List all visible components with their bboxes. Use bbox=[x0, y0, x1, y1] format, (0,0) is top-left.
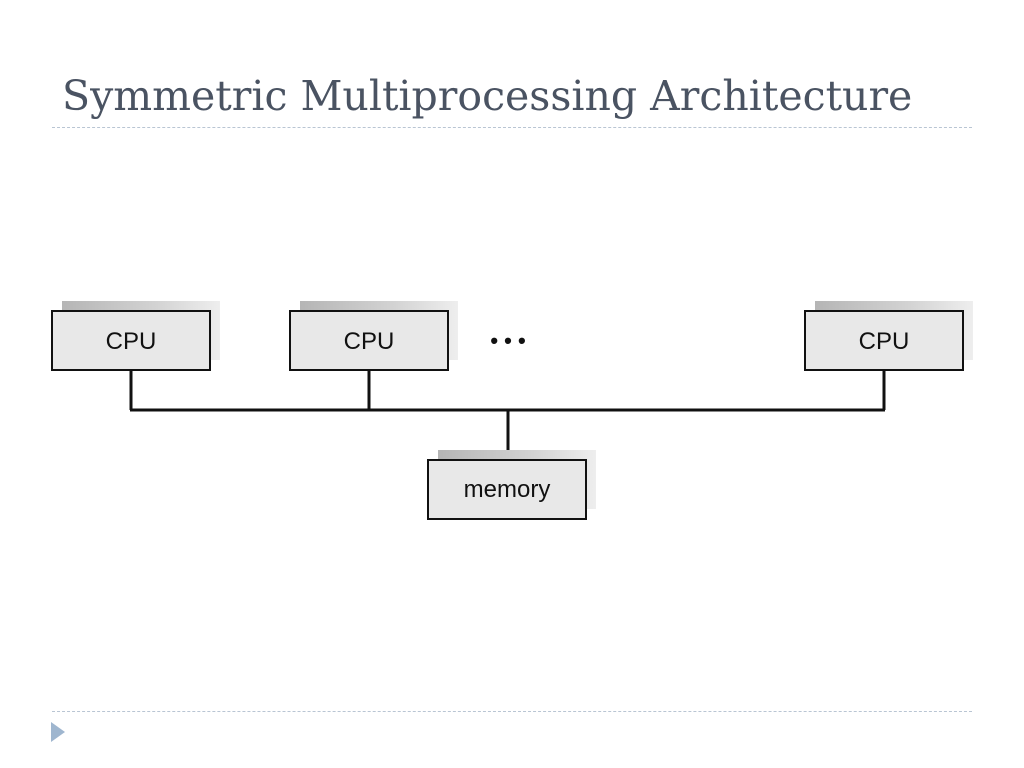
cpu-box-2-frame bbox=[289, 310, 449, 371]
system-bus bbox=[129, 371, 886, 460]
ellipsis: • • • bbox=[490, 328, 525, 353]
cpu-box-1-frame bbox=[51, 310, 211, 371]
cpu-box-1: CPU bbox=[51, 301, 220, 371]
cpu-label: CPU bbox=[344, 328, 395, 355]
cpu-box-3-frame bbox=[804, 310, 964, 371]
slide-title: Symmetric Multiprocessing Architecture bbox=[62, 72, 913, 120]
cpu-box-2: CPU bbox=[289, 301, 458, 371]
memory-label: memory bbox=[464, 476, 551, 503]
footer-divider bbox=[52, 711, 972, 712]
memory-box: memory bbox=[427, 450, 596, 520]
cpu-label: CPU bbox=[106, 328, 157, 355]
title-divider bbox=[52, 127, 972, 128]
memory-box-frame bbox=[427, 459, 587, 520]
triangle-right-icon[interactable] bbox=[51, 722, 65, 742]
cpu-box-3: CPU bbox=[804, 301, 973, 371]
cpu-label: CPU bbox=[859, 328, 910, 355]
